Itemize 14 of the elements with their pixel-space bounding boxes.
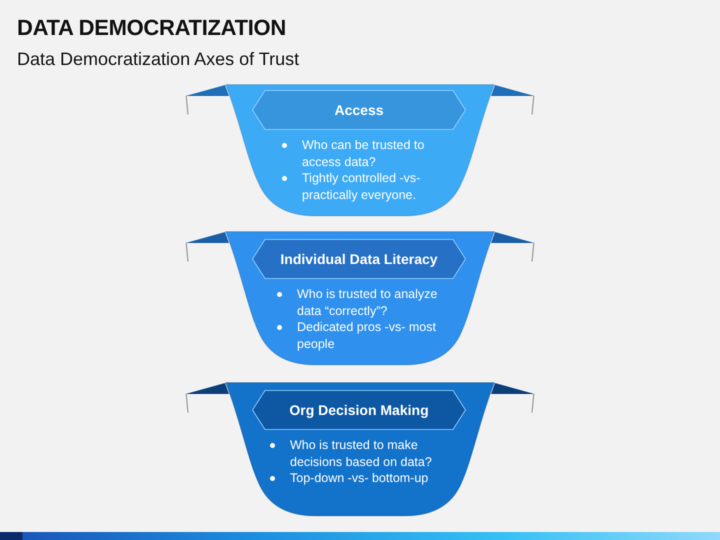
ribbon-panel — [225, 382, 495, 517]
title: DATA DEMOCRATIZATION — [17, 15, 286, 41]
hexagon-banner: Org Decision Making — [252, 390, 466, 430]
bullet-text: Dedicated pros -vs- most people — [297, 319, 437, 352]
ribbon-panel — [225, 231, 495, 366]
bullet-text: Tightly controlled -vs- practically everyone. — [302, 170, 422, 203]
subtitle: Data Democratization Axes of Trust — [17, 48, 300, 70]
bullet-text: Who is trusted to analyze data “correctly”? — [297, 286, 438, 319]
hexagon-banner: Access — [252, 90, 466, 130]
ribbon-panel — [225, 84, 495, 217]
bullet-text: Who can be trusted to access data? — [302, 137, 426, 170]
bullet-text: Top-down -vs- bottom-up — [290, 470, 428, 486]
bullet-text: Who is trusted to make decisions based on data? — [290, 437, 433, 470]
hexagon-banner: Individual Data Literacy — [252, 239, 466, 279]
